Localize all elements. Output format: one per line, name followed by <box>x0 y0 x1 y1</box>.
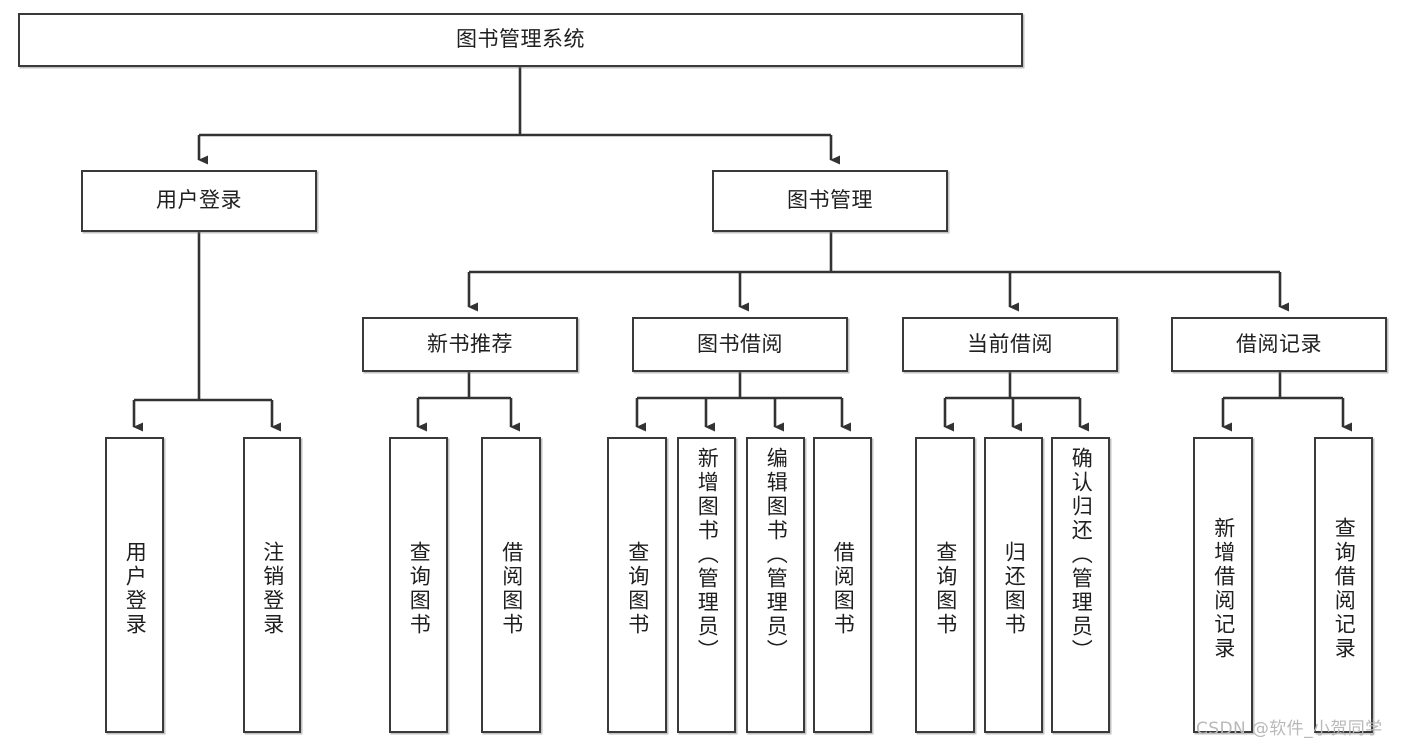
node-user-login[interactable]: 用户登录 <box>81 170 317 232</box>
node-leaf-confirm-return-label: 确认归还（管理员） <box>1069 447 1094 663</box>
node-leaf-query-record-label: 查询借阅记录 <box>1332 517 1357 661</box>
node-root-label: 图书管理系统 <box>456 27 585 52</box>
node-leaf-borrow-book-2-label: 借阅图书 <box>831 541 856 637</box>
node-leaf-query-book-1-label: 查询图书 <box>407 541 432 637</box>
node-leaf-add-record-label: 新增借阅记录 <box>1211 517 1236 661</box>
node-user-login-label: 用户登录 <box>156 188 242 213</box>
node-book-borrow-label: 图书借阅 <box>697 331 783 356</box>
node-leaf-add-book-label: 新增图书（管理员） <box>695 447 720 663</box>
node-root[interactable]: 图书管理系统 <box>18 13 1023 67</box>
node-book-management-label: 图书管理 <box>787 188 873 213</box>
node-leaf-logout-login-label: 注销登录 <box>260 541 285 637</box>
node-leaf-logout-login[interactable]: 注销登录 <box>243 437 301 733</box>
node-leaf-return-book-label: 归还图书 <box>1002 541 1027 637</box>
node-new-book-recommend-label: 新书推荐 <box>427 331 513 356</box>
node-leaf-add-book[interactable]: 新增图书（管理员） <box>677 437 736 733</box>
node-leaf-borrow-book-1-label: 借阅图书 <box>499 541 524 637</box>
node-leaf-query-record[interactable]: 查询借阅记录 <box>1314 437 1373 733</box>
node-leaf-query-book-3[interactable]: 查询图书 <box>915 437 975 733</box>
node-leaf-add-record[interactable]: 新增借阅记录 <box>1193 437 1253 733</box>
node-borrow-record-label: 借阅记录 <box>1236 331 1322 356</box>
node-leaf-user-login-label: 用户登录 <box>123 541 148 637</box>
node-book-borrow[interactable]: 图书借阅 <box>632 317 848 372</box>
node-current-borrow[interactable]: 当前借阅 <box>902 317 1118 372</box>
watermark: CSDN @软件_小贺同学 <box>1196 719 1383 739</box>
node-leaf-return-book[interactable]: 归还图书 <box>984 437 1043 733</box>
node-leaf-confirm-return[interactable]: 确认归还（管理员） <box>1051 437 1110 733</box>
node-leaf-query-book-1[interactable]: 查询图书 <box>389 437 448 733</box>
node-leaf-borrow-book-2[interactable]: 借阅图书 <box>813 437 872 733</box>
node-leaf-query-book-3-label: 查询图书 <box>933 541 958 637</box>
node-leaf-borrow-book-1[interactable]: 借阅图书 <box>481 437 541 733</box>
node-leaf-query-book-2-label: 查询图书 <box>625 541 650 637</box>
node-borrow-record[interactable]: 借阅记录 <box>1171 317 1387 372</box>
node-leaf-query-book-2[interactable]: 查询图书 <box>607 437 667 733</box>
node-leaf-edit-book-label: 编辑图书（管理员） <box>764 447 789 663</box>
node-new-book-recommend[interactable]: 新书推荐 <box>362 317 578 372</box>
node-current-borrow-label: 当前借阅 <box>967 331 1053 356</box>
node-leaf-edit-book[interactable]: 编辑图书（管理员） <box>746 437 805 733</box>
node-leaf-user-login[interactable]: 用户登录 <box>105 437 164 733</box>
node-book-management[interactable]: 图书管理 <box>712 170 948 232</box>
